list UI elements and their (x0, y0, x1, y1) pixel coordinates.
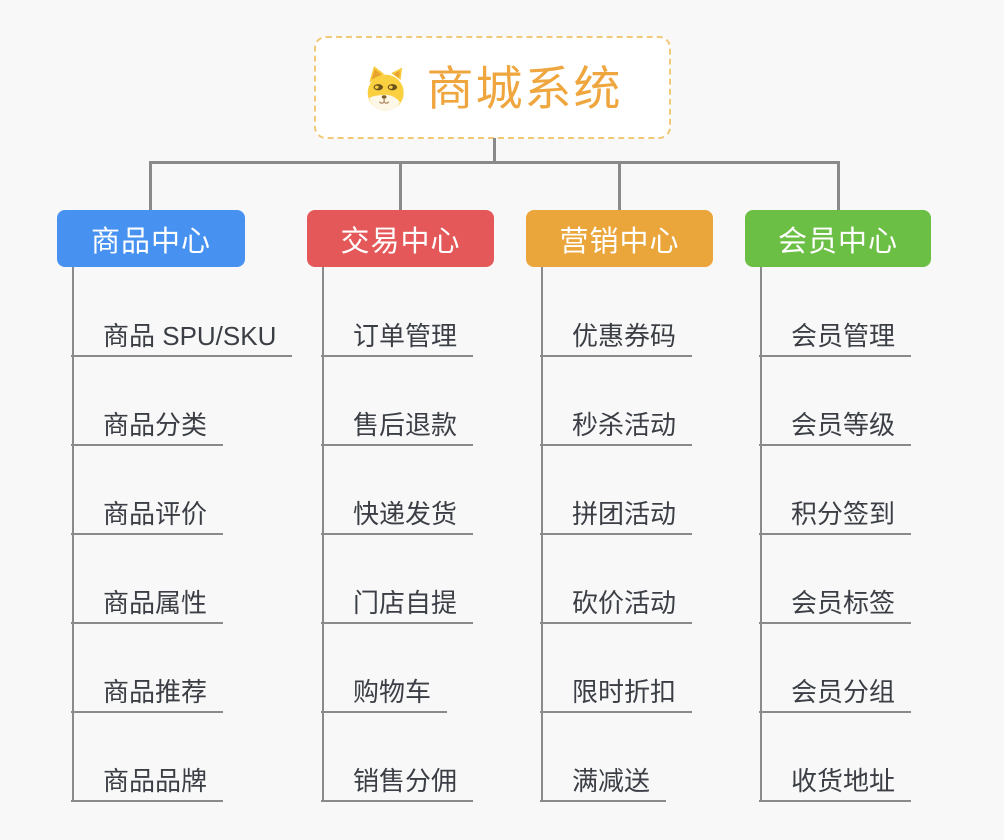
root-title: 商城系统 (426, 62, 623, 115)
leaf-label: 会员分组 (791, 677, 896, 707)
branch-label: 营销中心 (559, 225, 680, 258)
branch-node-product-center[interactable]: 商品中心 (57, 210, 245, 267)
leaf-label: 售后退款 (353, 410, 458, 440)
leaf-node[interactable]: 售后退款 (321, 402, 474, 446)
leaf-node[interactable]: 快递发货 (321, 491, 474, 535)
leaf-label: 会员等级 (791, 410, 896, 440)
leaf-node[interactable]: 商品属性 (71, 580, 224, 624)
leaf-label: 商品评价 (103, 499, 208, 529)
leaf-label: 门店自提 (353, 588, 458, 618)
leaf-node[interactable]: 满减送 (540, 758, 667, 802)
leaf-label: 销售分佣 (353, 766, 458, 796)
branch-label: 会员中心 (777, 225, 898, 258)
leaf-node[interactable]: 商品推荐 (71, 669, 224, 713)
leaf-node[interactable]: 砍价活动 (540, 580, 693, 624)
leaf-label: 收货地址 (791, 766, 896, 796)
leaf-node[interactable]: 商品评价 (71, 491, 224, 535)
leaf-node[interactable]: 门店自提 (321, 580, 474, 624)
dog-face-icon (367, 65, 404, 111)
leaf-node[interactable]: 会员标签 (759, 580, 912, 624)
branch-node-member-center[interactable]: 会员中心 (745, 210, 931, 267)
leaf-label: 快递发货 (353, 499, 458, 529)
leaf-node[interactable]: 购物车 (321, 669, 448, 713)
leaf-node[interactable]: 收货地址 (759, 758, 912, 802)
leaf-node[interactable]: 会员管理 (759, 313, 912, 357)
leaf-label: 限时折扣 (572, 677, 677, 707)
leaf-node[interactable]: 拼团活动 (540, 491, 693, 535)
root-node[interactable]: 商城系统 (314, 36, 671, 139)
leaf-label: 砍价活动 (572, 588, 677, 618)
connector-root-stem (493, 138, 496, 163)
leaf-label: 商品属性 (103, 588, 208, 618)
branch-node-marketing-center[interactable]: 营销中心 (526, 210, 713, 267)
leaf-node[interactable]: 商品分类 (71, 402, 224, 446)
connector-drop-product-center (149, 161, 152, 210)
leaf-label: 拼团活动 (572, 499, 677, 529)
leaf-label: 满减送 (572, 766, 651, 796)
leaf-node[interactable]: 优惠券码 (540, 313, 693, 357)
leaf-label: 商品推荐 (103, 677, 208, 707)
leaf-label: 商品品牌 (103, 766, 208, 796)
connector-horizontal-bar (149, 161, 840, 164)
connector-drop-trade-center (399, 161, 402, 210)
connector-drop-marketing-center (618, 161, 621, 210)
leaf-node[interactable]: 订单管理 (321, 313, 474, 357)
leaf-node[interactable]: 商品 SPU/SKU (71, 313, 293, 357)
connector-drop-member-center (837, 161, 840, 210)
leaf-node[interactable]: 会员等级 (759, 402, 912, 446)
leaf-label: 积分签到 (791, 499, 896, 529)
leaf-node[interactable]: 秒杀活动 (540, 402, 693, 446)
leaf-node[interactable]: 销售分佣 (321, 758, 474, 802)
leaf-node[interactable]: 商品品牌 (71, 758, 224, 802)
leaf-label: 商品分类 (103, 410, 208, 440)
branch-label: 交易中心 (340, 225, 461, 258)
leaf-label: 订单管理 (353, 321, 458, 351)
branch-node-trade-center[interactable]: 交易中心 (307, 210, 494, 267)
leaf-node[interactable]: 会员分组 (759, 669, 912, 713)
leaf-label: 优惠券码 (572, 321, 677, 351)
leaf-label: 会员管理 (791, 321, 896, 351)
branch-label: 商品中心 (90, 225, 211, 258)
leaf-label: 秒杀活动 (572, 410, 677, 440)
leaf-node[interactable]: 积分签到 (759, 491, 912, 535)
leaf-node[interactable]: 限时折扣 (540, 669, 693, 713)
leaf-label: 会员标签 (791, 588, 896, 618)
leaf-label: 商品 SPU/SKU (103, 321, 277, 351)
leaf-label: 购物车 (353, 677, 432, 707)
